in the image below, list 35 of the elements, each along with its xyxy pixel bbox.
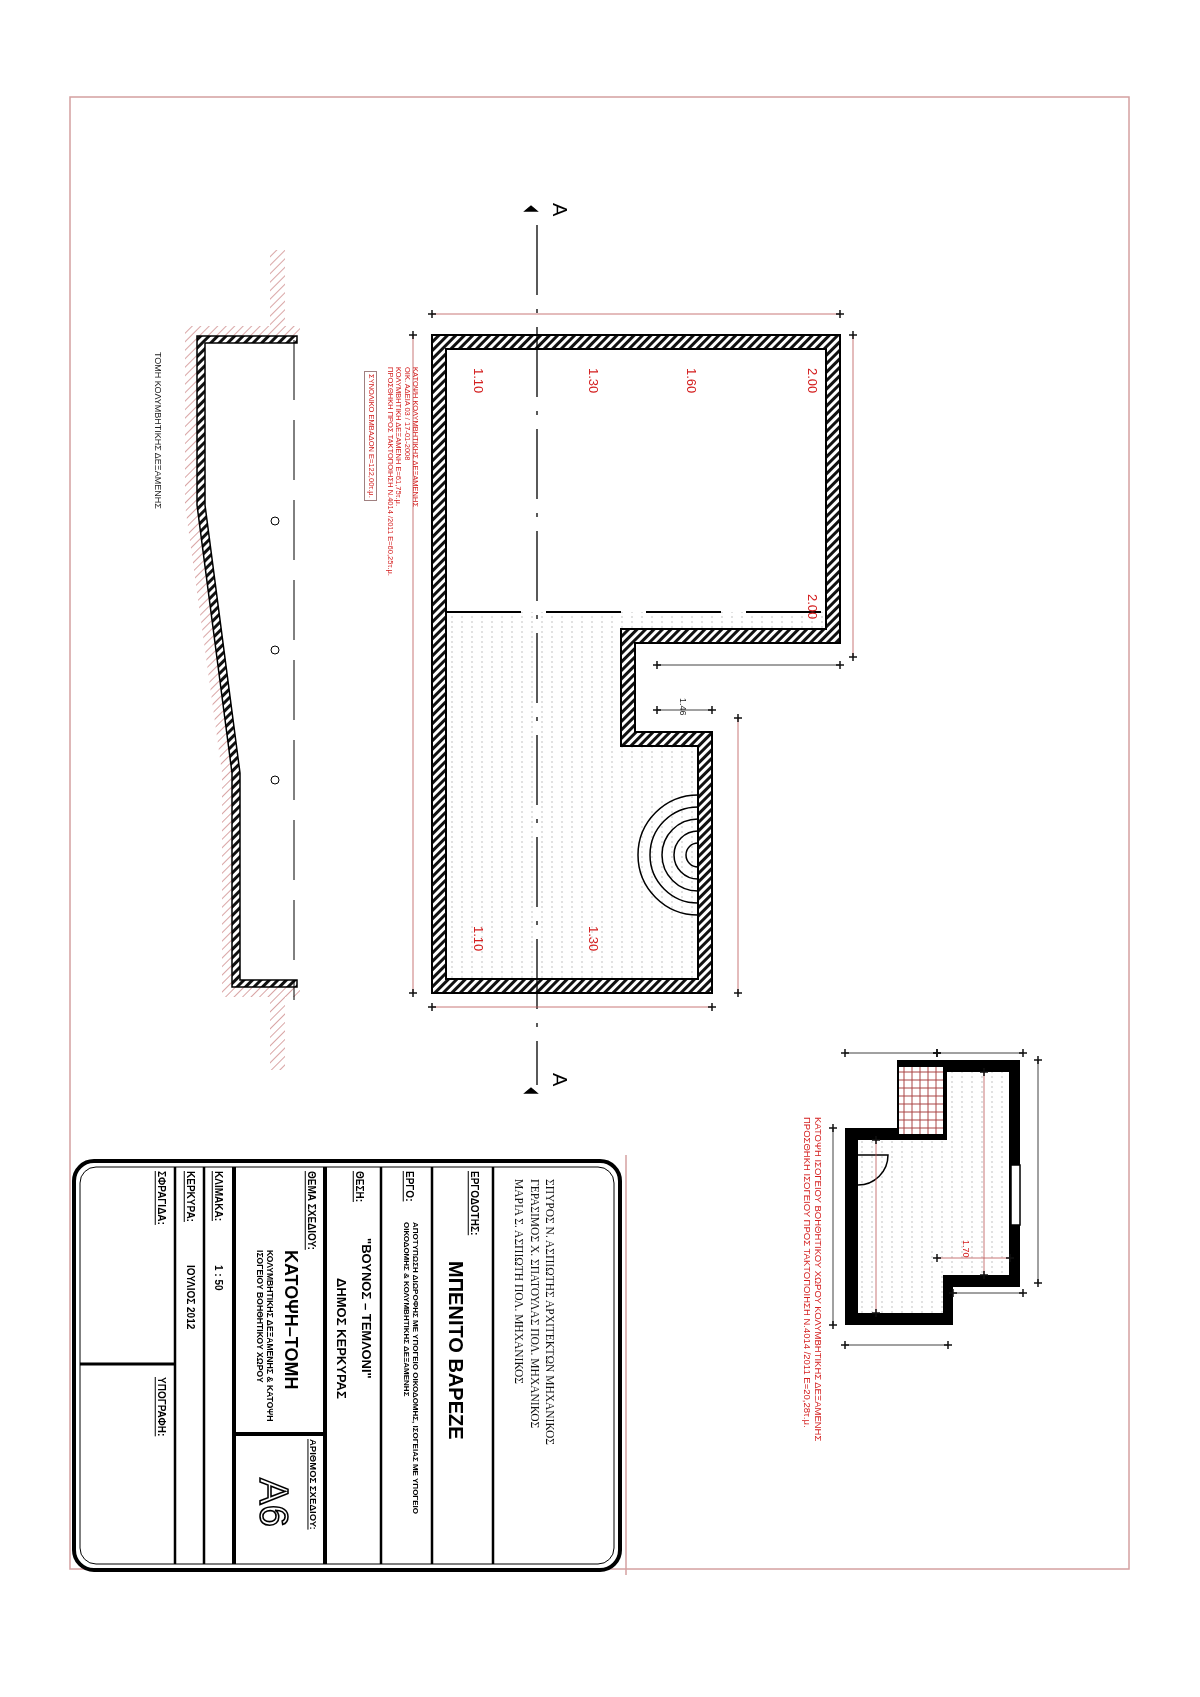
depth-label: 1.30 <box>585 368 601 394</box>
field-label: ΕΡΓΟ: <box>403 1171 415 1202</box>
field-label: ΚΛΙΜΑΚΑ: <box>212 1171 224 1221</box>
engineer-name: ΜΑΡΙΑ Σ. ΑΣΠΙΩΤΗ ΠΟΛ. ΜΗΧΑΝΙΚΟΣ <box>511 1179 525 1384</box>
drawing-subtitle: ΚΟΛΥΜΒΗΤΙΚΗΣ ΔΕΞΑΜΕΝΗΣ & ΚΑΤΟΨΗ ΙΣΟΓΕΙΟΥ ΒΟΗΘΗΤΙΚΟΥ ΧΩΡΟΥ <box>254 1250 274 1424</box>
depth-label: 2.00 <box>804 594 820 620</box>
field-label: ΣΦΡΑΓΙΔΑ: <box>155 1171 167 1225</box>
engineer-name: ΣΠΥΡΟΣ Ν. ΑΣΠΙΩΤΗΣ ΑΡΧΙΤΕΚΤΩΝ ΜΗΧΑΝΙΚΟΣ <box>542 1179 556 1445</box>
plan-note: ΠΡΟΣΘΗΚΗ ΙΣΟΓΕΙΟΥ ΠΡΟΣ ΤΑΚΤΟΠΟΙΗΣΗ Ν.4014 /2011 Ε=20,28τ.μ. <box>801 1117 813 1428</box>
location-text: "ΒΟΥΝΟΣ – ΤΕΜΛΟΝΙ" <box>358 1238 374 1379</box>
drawing-title: ΚΑΤΟΨΗ–ΤΟΜΗ <box>280 1250 302 1390</box>
depth-label: 1.30 <box>585 926 601 952</box>
field-label: ΑΡΙΘΜΟΣ ΣΧΕΔΙΟΥ: <box>307 1439 319 1530</box>
section-mark: A <box>547 203 571 217</box>
dimension-label: 1.46 <box>677 698 689 716</box>
plan-note: ΚΑΤΟΨΗ ΙΣΟΓΕΙΟΥ ΒΟΗΘΗΤΙΚΟΥ ΧΩΡΟΥ ΚΟΛΥΜΒΗΤΙΚΗΣ ΔΕΞΑΜΕΝΗΣ <box>812 1117 824 1442</box>
scale-value: 1 : 50 <box>212 1265 224 1291</box>
depth-label: 2.00 <box>804 368 820 394</box>
field-label: ΚΕΡΚΥΡΑ: <box>184 1171 196 1222</box>
client-name: ΜΠΕΝΙΤΟ ΒΑΡΕΖΕ <box>443 1261 467 1440</box>
depth-label: 1.10 <box>470 368 486 394</box>
section-title: ΤΟΜΗ ΚΟΛΥΜΒΗΤΙΚΗΣ ΔΕΞΑΜΕΝΗΣ <box>152 352 164 509</box>
project-description: ΑΠΟΤΥΠΩΣΗ ΔΙΩΡΟΦΗΣ ΜΕ ΥΠΟΓΕΙΟ ΟΙΚΟΔΟΜΗΣ, ΙΣΟΓΕΙΑΣ ΜΕ ΥΠΟΓΕΙΟ ΟΙΚΟΔΟΜΗΣ & ΚΟΛΥΜΒΗΤΙΚΗΣ ΔΕΞΑΜΕΝΗΣ <box>401 1222 420 1514</box>
field-label: ΘΕΣΗ: <box>353 1171 365 1202</box>
field-label: ΕΡΓΟΔΟΤΗΣ: <box>468 1171 480 1236</box>
field-label: ΘΕΜΑ ΣΧΕΔΙΟΥ: <box>305 1171 317 1250</box>
drawing-number: Α6 <box>251 1478 297 1527</box>
municipality-text: ΔΗΜΟΣ ΚΕΡΚΥΡΑΣ <box>333 1278 349 1399</box>
date-text: ΙΟΥΛΙΟΣ 2012 <box>184 1265 196 1330</box>
dimension-label: 1.70 <box>960 1240 972 1258</box>
depth-label: 1.60 <box>683 368 699 394</box>
section-mark: A <box>547 1073 571 1087</box>
field-label: ΥΠΟΓΡΑΦΗ: <box>155 1377 167 1437</box>
depth-label: 1.10 <box>470 926 486 952</box>
engineer-name: ΓΕΡΑΣΙΜΟΣ Χ. ΣΠΑΤΟΥΛΑΣ ΠΟΛ. ΜΗΧΑΝΙΚΟΣ <box>527 1179 541 1429</box>
